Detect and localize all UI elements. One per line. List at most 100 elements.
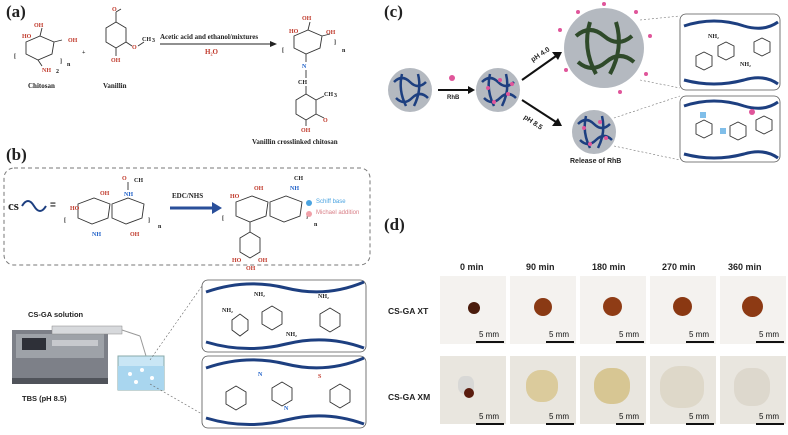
syringe-pump-illustration <box>12 325 147 384</box>
scale-text-xm-3: 5 mm <box>689 412 709 421</box>
gel-xm-3 <box>660 366 704 408</box>
scale-bar-xt-2 <box>616 341 644 343</box>
svg-text:OH: OH <box>130 232 140 238</box>
scale-text-xm-1: 5 mm <box>549 412 569 421</box>
svg-text:NH: NH <box>290 186 299 192</box>
scale-text-xt-2: 5 mm <box>619 330 639 339</box>
svg-text:NH₂: NH₂ <box>708 34 719 40</box>
scale-bar-xt-1 <box>546 341 574 343</box>
panel-c-letter: (c) <box>384 2 403 21</box>
chitosan-structure: [ OH HO NH 2 ] n OH <box>14 23 78 75</box>
svg-text:NH: NH <box>124 192 133 198</box>
svg-text:NH₂: NH₂ <box>286 332 297 338</box>
legend-schiff-base: Schiff base <box>316 199 346 205</box>
svg-text:OH: OH <box>302 16 312 22</box>
gel-xm-1 <box>526 370 558 402</box>
scale-text-xm-2: 5 mm <box>619 412 639 421</box>
svg-text:OH: OH <box>254 186 264 192</box>
svg-text:HO: HO <box>232 258 242 264</box>
time-label-1: 90 min <box>526 262 555 272</box>
scale-text-xt-0: 5 mm <box>479 330 499 339</box>
svg-text:S: S <box>318 374 322 380</box>
scale-bar-xm-0 <box>476 423 504 425</box>
panel-b-letter: (b) <box>6 145 27 164</box>
svg-text:]: ] <box>306 214 308 220</box>
solution-label: CS-GA solution <box>28 310 84 319</box>
photo-xt-0 <box>440 276 506 344</box>
photo-xm-2 <box>580 356 646 424</box>
scale-text-xm-0: 5 mm <box>479 412 499 421</box>
svg-text:]: ] <box>60 59 62 65</box>
svg-text:]: ] <box>334 40 336 46</box>
scale-text-xt-4: 5 mm <box>759 330 779 339</box>
svg-text:NH: NH <box>92 232 101 238</box>
bead-xt-2 <box>603 297 622 316</box>
svg-text:HO: HO <box>289 29 299 35</box>
svg-text:NH₂: NH₂ <box>740 62 751 68</box>
rhb-label: RhB <box>447 95 460 101</box>
vanillin-label: Vanillin <box>103 82 127 90</box>
svg-text:2: 2 <box>56 69 59 75</box>
scale-bar-xm-4 <box>756 423 784 425</box>
svg-text:CH: CH <box>324 92 333 98</box>
scale-bar-xt-4 <box>756 341 784 343</box>
bead-xm-0 <box>464 388 474 398</box>
svg-text:OH: OH <box>326 30 336 36</box>
product-label: Vanillin crosslinked chitosan <box>252 138 338 146</box>
cs-ga-monomer: [ HO OH NH CH ] n HO OH OH <box>222 176 318 272</box>
svg-text:N: N <box>302 64 307 70</box>
buffer-label: TBS (pH 8.5) <box>22 394 67 403</box>
scale-text-xt-1: 5 mm <box>549 330 569 339</box>
product-structure: [ OH HO OH ] n N CH OH O CH 3 <box>282 16 346 134</box>
svg-text:OH: OH <box>68 38 78 44</box>
scale-bar-xm-3 <box>686 423 714 425</box>
svg-text:[: [ <box>64 218 66 224</box>
legend-michael-addition: Michael addition <box>316 210 360 216</box>
scale-bar-xt-3 <box>686 341 714 343</box>
bead-xt-1 <box>534 298 552 316</box>
svg-text:[: [ <box>14 54 16 60</box>
svg-text:N: N <box>258 372 263 378</box>
reaction-condition-bottom: H₂O <box>205 48 218 56</box>
svg-text:n: n <box>342 48 346 54</box>
svg-text:NH₂: NH₂ <box>254 292 265 298</box>
scale-text-xm-4: 5 mm <box>759 412 779 421</box>
time-label-4: 360 min <box>728 262 762 272</box>
svg-text:CH: CH <box>298 80 307 86</box>
time-label-3: 270 min <box>662 262 696 272</box>
svg-text:3: 3 <box>334 93 337 99</box>
svg-text:[: [ <box>222 216 224 222</box>
reagent-label: EDC/NHS <box>172 192 204 200</box>
scale-bar-xm-1 <box>546 423 574 425</box>
photo-xt-4 <box>720 276 786 344</box>
svg-text:HO: HO <box>230 194 240 200</box>
svg-text:n: n <box>158 224 162 230</box>
svg-text:NH₂: NH₂ <box>318 294 329 300</box>
svg-text:O: O <box>323 118 328 124</box>
cs-equals: = <box>50 200 56 211</box>
svg-text:]: ] <box>148 218 150 224</box>
bead-xt-0 <box>468 302 480 314</box>
gel-xm-2 <box>594 368 630 404</box>
svg-text:N: N <box>284 406 289 412</box>
svg-text:OH: OH <box>301 128 311 134</box>
bead-xt-4 <box>742 296 763 317</box>
bead-xt-3 <box>673 297 692 316</box>
svg-text:CH: CH <box>142 37 151 43</box>
hydrogel-swollen <box>558 2 652 94</box>
hydrogel-empty <box>388 68 432 112</box>
photo-xt-3 <box>650 276 716 344</box>
cs-monomer: [ HO NH OH NH O CH OH ] n <box>64 176 162 238</box>
photo-xm-0 <box>440 356 506 424</box>
chitosan-sub-n: n <box>67 62 71 68</box>
time-label-2: 180 min <box>592 262 626 272</box>
svg-text:OH: OH <box>111 58 121 64</box>
hydrogel-loaded <box>476 68 520 112</box>
svg-text:[: [ <box>282 48 284 54</box>
svg-text:OH: OH <box>246 266 256 272</box>
scale-bar-xt-0 <box>476 341 504 343</box>
svg-text:CH: CH <box>134 178 143 184</box>
svg-text:n: n <box>314 222 318 228</box>
